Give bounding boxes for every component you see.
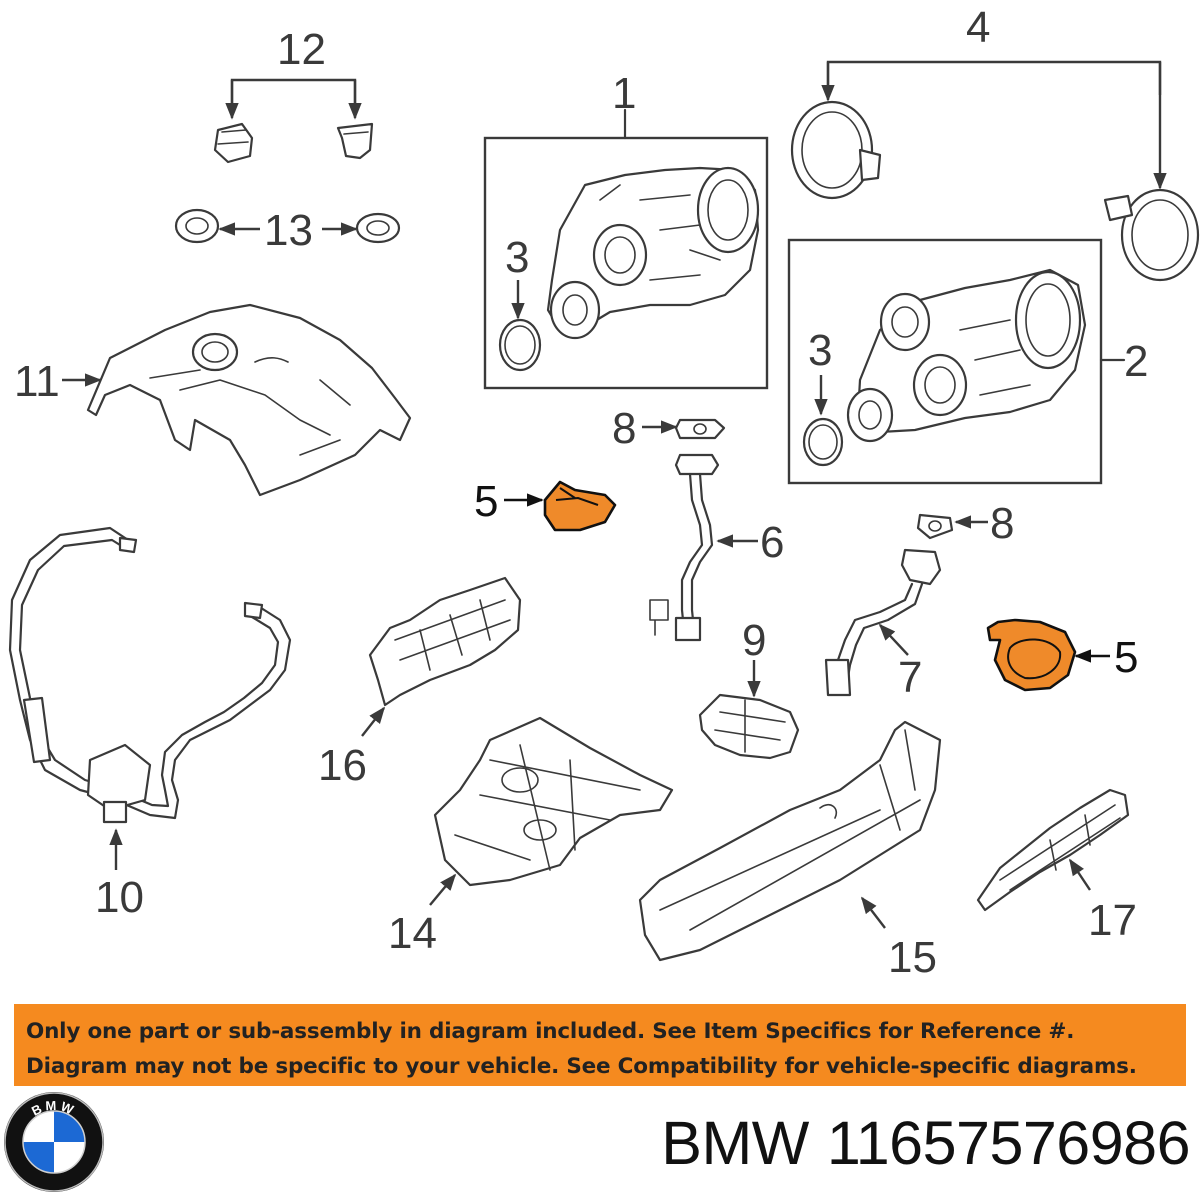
callout-16: 16 — [318, 741, 367, 790]
callout-1: 1 — [612, 69, 636, 118]
callout-12: 12 — [277, 25, 326, 74]
item-17-heat-shield — [976, 788, 1130, 912]
notice-line-1: Only one part or sub-assembly in diagram… — [26, 1019, 1075, 1044]
callout-8b: 8 — [990, 499, 1014, 548]
brand-name: BMW — [661, 1109, 809, 1177]
callout-9: 9 — [742, 616, 766, 665]
callout-15: 15 — [888, 933, 937, 982]
item-16-heat-shield — [361, 576, 522, 737]
item-13-washers — [174, 208, 401, 244]
item-14-heat-shield — [429, 716, 674, 906]
notice-line-2: Diagram may not be specific to your vehi… — [26, 1054, 1137, 1079]
item-4-clamps — [790, 60, 1200, 282]
callout-10: 10 — [95, 873, 144, 922]
callout-2: 2 — [1124, 337, 1148, 386]
item-9-bracket — [698, 660, 800, 760]
callout-4: 4 — [966, 3, 990, 52]
item-12-plugs — [213, 78, 374, 164]
callout-11: 11 — [14, 357, 60, 406]
callout-7: 7 — [898, 653, 922, 702]
part-number: 11657576986 — [826, 1109, 1191, 1177]
callout-3b: 3 — [808, 326, 832, 375]
parts-diagram: 12 13 1 3 4 — [8, 3, 1200, 982]
item-1-turbocharger — [483, 108, 769, 390]
callout-14: 14 — [388, 909, 437, 958]
callout-5a: 5 — [474, 477, 498, 526]
callout-17: 17 — [1088, 896, 1137, 945]
item-8-gasket-right — [916, 513, 988, 540]
item-10-pipe — [8, 526, 292, 870]
callout-3a: 3 — [505, 233, 529, 282]
item-5-highlighted-left — [504, 480, 617, 532]
callout-5b: 5 — [1114, 633, 1138, 682]
bmw-logo: BMW — [4, 1092, 104, 1192]
svg-text:BMW: BMW — [29, 1098, 78, 1119]
notice-banner: Only one part or sub-assembly in diagram… — [14, 1004, 1186, 1086]
item-2-turbocharger — [787, 238, 1126, 485]
callout-13: 13 — [264, 206, 313, 255]
item-5-highlighted-right — [986, 618, 1110, 692]
item-15-heat-shield — [638, 720, 942, 962]
callout-8a: 8 — [612, 404, 636, 453]
item-11-heat-shield — [62, 303, 412, 497]
callout-6: 6 — [760, 518, 784, 567]
logo-letters: BMW — [29, 1098, 75, 1119]
item-7-oil-return-pipe — [824, 548, 942, 697]
item-8-gasket-top — [642, 418, 726, 440]
item-6-oil-feed-pipe — [649, 453, 758, 642]
